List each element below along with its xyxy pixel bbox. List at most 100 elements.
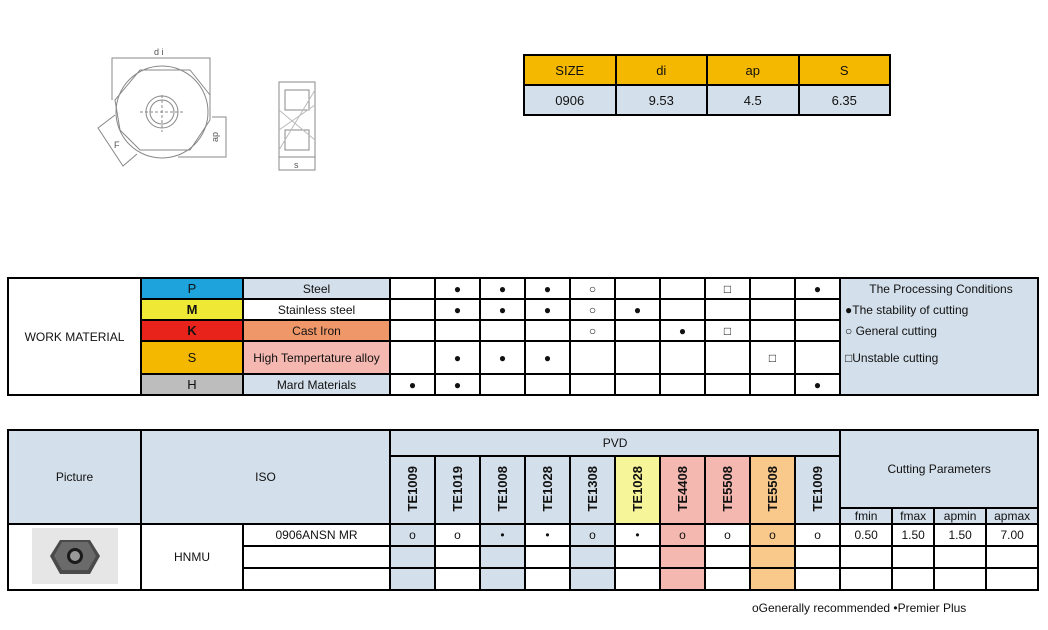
grade-mark	[659, 567, 707, 591]
grade-mark	[704, 567, 752, 591]
suitability-mark	[794, 319, 841, 342]
material-name: Cast Iron	[242, 319, 391, 342]
grade-header: TE1019	[434, 455, 482, 525]
param-value: 1.50	[891, 523, 936, 547]
picture-header: Picture	[7, 429, 142, 525]
grade-mark	[524, 545, 572, 569]
label-ap: ap	[210, 132, 220, 142]
grade-header: TE1028	[524, 455, 572, 525]
conditions-title: The Processing Conditions	[839, 277, 1039, 299]
suitability-mark: ●	[389, 373, 436, 396]
material-code: K	[140, 319, 244, 342]
param-value: 0.50	[839, 523, 894, 547]
material-code: M	[140, 298, 244, 321]
grade-mark	[614, 545, 662, 569]
suitability-mark	[749, 373, 796, 396]
suitability-mark	[524, 319, 571, 342]
suitability-mark: ●	[524, 277, 571, 300]
suitability-mark	[704, 298, 751, 321]
suitability-mark: ●	[434, 277, 481, 300]
suitability-mark	[389, 298, 436, 321]
condition-item: □Unstable cutting	[839, 341, 1039, 374]
suitability-mark	[659, 373, 706, 396]
insert-picture	[7, 523, 142, 591]
suitability-mark	[614, 319, 661, 342]
material-code: P	[140, 277, 244, 300]
insert-photo-icon	[31, 527, 118, 584]
suitability-mark: □	[749, 340, 796, 375]
grade-header: TE5508	[704, 455, 752, 525]
material-name: High Tempertature alloy	[242, 340, 391, 375]
suitability-mark	[614, 373, 661, 396]
material-code: H	[140, 373, 244, 396]
suitability-mark	[749, 319, 796, 342]
grade-mark	[524, 567, 572, 591]
suitability-mark: ●	[479, 340, 526, 375]
table-row	[8, 567, 1040, 591]
grades-table: Picture ISO PVD Cutting Parameters TE100…	[7, 429, 1040, 591]
insert-drawing: d i F ap s	[97, 47, 316, 171]
grade-header: TE5508	[749, 455, 797, 525]
header-size: SIZE	[523, 54, 617, 86]
suitability-mark: ●	[434, 373, 481, 396]
header-di: di	[614, 54, 708, 86]
grade-mark: o	[704, 523, 752, 547]
suitability-mark	[749, 298, 796, 321]
condition-blank	[839, 374, 1039, 396]
suitability-mark	[659, 340, 706, 375]
designation-empty	[241, 545, 392, 569]
suitability-mark: ○	[569, 277, 616, 300]
suitability-mark	[614, 277, 661, 300]
grade-mark: •	[479, 523, 527, 547]
grade-mark: o	[434, 523, 482, 547]
grade-mark	[749, 545, 797, 569]
grade-mark	[569, 545, 617, 569]
param-value	[839, 545, 894, 569]
value-di: 9.53	[614, 84, 708, 116]
grade-mark	[659, 545, 707, 569]
grade-header: TE1028	[614, 455, 662, 525]
suitability-mark	[749, 277, 796, 300]
suitability-mark	[524, 373, 571, 396]
material-name: Mard Materials	[242, 373, 391, 396]
suitability-mark: □	[704, 277, 751, 300]
grade-mark	[569, 567, 617, 591]
param-value	[985, 545, 1040, 569]
suitability-mark: ●	[524, 298, 571, 321]
param-value	[891, 567, 936, 591]
suitability-mark	[389, 319, 436, 342]
suitability-mark: ○	[569, 319, 616, 342]
grade-mark	[614, 567, 662, 591]
suitability-mark	[614, 340, 661, 375]
legend: oGenerally recommended •Premier Plus	[752, 601, 967, 615]
suitability-mark	[389, 277, 436, 300]
grade-mark	[434, 545, 482, 569]
grade-header: TE4408	[659, 455, 707, 525]
suitability-mark: ●	[434, 298, 481, 321]
grade-header: TE1009	[389, 455, 437, 525]
label-s: s	[294, 160, 299, 170]
suitability-mark: ●	[794, 373, 841, 396]
grade-mark: o	[569, 523, 617, 547]
grade-mark: •	[614, 523, 662, 547]
header-s: S	[797, 54, 891, 86]
param-value	[839, 567, 894, 591]
param-header: apmin	[933, 507, 988, 525]
grade-mark	[704, 545, 752, 569]
grade-mark	[794, 545, 842, 569]
grade-mark: •	[524, 523, 572, 547]
value-size: 0906	[523, 84, 617, 116]
grade-mark	[749, 567, 797, 591]
grade-mark	[479, 567, 527, 591]
size-table: SIZE di ap S 0906 9.53 4.5 6.35	[523, 54, 891, 116]
suitability-mark	[794, 298, 841, 321]
suitability-mark	[479, 373, 526, 396]
param-header: fmin	[839, 507, 894, 525]
condition-item: ○ General cutting	[839, 320, 1039, 341]
table-row	[8, 545, 1040, 569]
suitability-mark: ●	[434, 340, 481, 375]
